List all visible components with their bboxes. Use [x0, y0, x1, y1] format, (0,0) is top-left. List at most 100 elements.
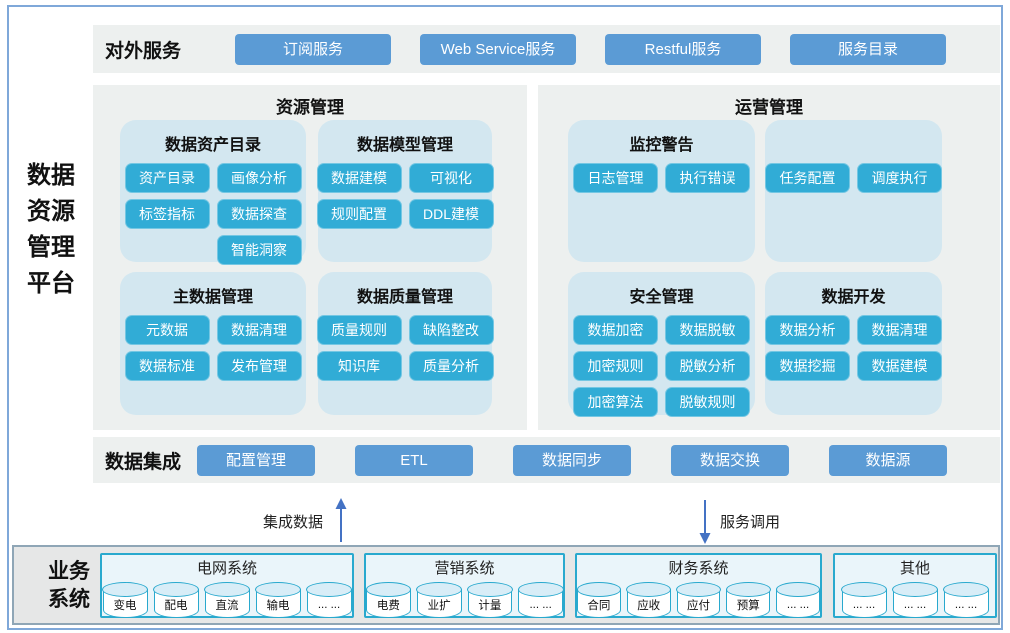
service-catalog-button[interactable]: 服务目录 [790, 33, 946, 65]
resource-management-panel: 资源管理 数据资产目录 资产目录 画像分析 标签指标 数据探查 智能洞察 数据模… [93, 85, 527, 430]
restful-service-button[interactable]: Restful服务 [605, 33, 761, 65]
data-encryption-chip[interactable]: 数据加密 [573, 315, 658, 345]
encryption-algorithm-chip[interactable]: 加密算法 [573, 387, 658, 417]
database-cylinder-icon: 应付 [676, 582, 721, 618]
data-modeling-chip[interactable]: 数据建模 [316, 163, 402, 193]
grid-system-group: 电网系统 变电 配电 直流 输电 ... ... [100, 553, 354, 618]
grid-system-title: 电网系统 [196, 560, 257, 577]
data-integration-bar: 数据集成 配置管理 ETL 数据同步 数据交换 数据源 [93, 437, 1000, 483]
data-analysis-chip[interactable]: 数据分析 [765, 315, 850, 345]
database-cylinder-icon: ... ... [841, 582, 887, 618]
tag-metric-chip[interactable]: 标签指标 [124, 199, 210, 229]
task-config-chip[interactable]: 任务配置 [765, 163, 850, 193]
data-quality-management-title: 数据质量管理 [356, 289, 453, 306]
masking-analysis-chip[interactable]: 脱敏分析 [665, 351, 750, 381]
database-cylinder-icon: 电费 [365, 582, 411, 618]
web-service-button[interactable]: Web Service服务 [420, 33, 576, 65]
metadata-chip[interactable]: 元数据 [124, 315, 210, 345]
data-standard-chip[interactable]: 数据标准 [124, 351, 210, 381]
external-services-bar: 对外服务 订阅服务 Web Service服务 Restful服务 服务目录 [93, 25, 1000, 73]
knowledge-base-chip[interactable]: 知识库 [316, 351, 402, 381]
monitor-alert-grid: 日志管理 执行错误 [568, 163, 755, 193]
data-development-box: 数据开发 数据分析 数据清理 数据挖掘 数据建模 [765, 272, 942, 415]
down-arrow-icon [699, 500, 711, 544]
data-quality-management-box: 数据质量管理 质量规则 缺陷整改 知识库 质量分析 [316, 272, 494, 415]
database-cylinder-icon: ... ... [517, 582, 564, 618]
data-mining-chip[interactable]: 数据挖掘 [765, 351, 850, 381]
subscribe-service-button[interactable]: 订阅服务 [235, 33, 391, 65]
master-data-management-grid: 元数据 数据清理 数据标准 发布管理 [120, 315, 306, 381]
database-cylinder-icon: 计量 [467, 582, 513, 618]
data-exploration-chip[interactable]: 数据探查 [216, 199, 302, 229]
monitor-alert-box: 监控警告 日志管理 执行错误 [568, 120, 755, 262]
defect-remediation-chip[interactable]: 缺陷整改 [408, 315, 494, 345]
database-cylinder-icon: ... ... [775, 582, 821, 618]
masking-rule-chip[interactable]: 脱敏规则 [665, 387, 750, 417]
data-development-title: 数据开发 [821, 289, 886, 306]
database-cylinder-icon: 合同 [576, 582, 622, 618]
rule-config-chip[interactable]: 规则配置 [316, 199, 402, 229]
config-management-button[interactable]: 配置管理 [197, 444, 315, 476]
operation-management-title: 运营管理 [735, 98, 803, 117]
ddl-modeling-chip[interactable]: DDL建模 [408, 199, 494, 229]
log-management-chip[interactable]: 日志管理 [573, 163, 658, 193]
database-cylinder-icon: 预算 [725, 582, 771, 618]
platform-title-line: 资源 [27, 198, 75, 225]
quality-analysis-chip[interactable]: 质量分析 [408, 351, 494, 381]
other-systems-group: 其他 ... ... ... ... ... ... [833, 553, 997, 618]
intelligent-insight-chip[interactable]: 智能洞察 [216, 235, 302, 265]
execution-error-chip[interactable]: 执行错误 [665, 163, 750, 193]
data-modeling-chip[interactable]: 数据建模 [857, 351, 942, 381]
data-model-management-title: 数据模型管理 [356, 137, 453, 154]
data-exchange-button[interactable]: 数据交换 [671, 444, 789, 476]
marketing-system-title: 营销系统 [434, 560, 495, 577]
marketing-system-group: 营销系统 电费 业扩 计量 ... ... [364, 553, 565, 618]
master-data-management-box: 主数据管理 元数据 数据清理 数据标准 发布管理 [120, 272, 306, 415]
data-model-management-grid: 数据建模 可视化 规则配置 DDL建模 [316, 163, 494, 229]
visualization-chip[interactable]: 可视化 [408, 163, 494, 193]
database-cylinder-icon: ... ... [892, 582, 938, 618]
business-systems-title: 业务 系统 [34, 558, 104, 614]
data-asset-catalog-grid: 资产目录 画像分析 标签指标 数据探查 智能洞察 [120, 163, 306, 265]
quality-rule-chip[interactable]: 质量规则 [316, 315, 402, 345]
business-systems-title-line: 业务 [48, 560, 90, 583]
resource-management-title: 资源管理 [276, 98, 344, 117]
schedule-execution-chip[interactable]: 调度执行 [857, 163, 942, 193]
data-cleaning-chip[interactable]: 数据清理 [216, 315, 302, 345]
asset-catalog-chip[interactable]: 资产目录 [124, 163, 210, 193]
service-call-label: 服务调用 [720, 514, 781, 531]
data-model-management-box: 数据模型管理 数据建模 可视化 规则配置 DDL建模 [316, 120, 494, 262]
data-masking-chip[interactable]: 数据脱敏 [665, 315, 750, 345]
marketing-system-databases: 电费 业扩 计量 ... ... [365, 582, 564, 618]
data-development-grid: 数据分析 数据清理 数据挖掘 数据建模 [765, 315, 942, 381]
data-cleaning-chip[interactable]: 数据清理 [857, 315, 942, 345]
business-systems-title-line: 系统 [48, 588, 90, 611]
platform-title-line: 平台 [27, 270, 75, 297]
operation-management-panel: 运营管理 监控警告 日志管理 执行错误 任务配置 调度执行 安全管理 数据加密 … [538, 85, 1000, 430]
data-asset-catalog-title: 数据资产目录 [164, 137, 261, 154]
platform-title-line: 管理 [27, 234, 75, 261]
business-systems-strip: 业务 系统 电网系统 变电 配电 直流 输电 ... ... 营销系统 电费 业… [12, 545, 1000, 625]
security-management-grid: 数据加密 数据脱敏 加密规则 脱敏分析 加密算法 脱敏规则 [568, 315, 755, 417]
publish-management-chip[interactable]: 发布管理 [216, 351, 302, 381]
data-integration-title: 数据集成 [105, 451, 182, 473]
database-cylinder-icon: ... ... [943, 582, 989, 618]
security-management-title: 安全管理 [629, 289, 694, 306]
database-cylinder-icon: 直流 [204, 582, 250, 618]
integration-data-label: 集成数据 [263, 514, 324, 531]
platform-title: 数据 资源 管理 平台 [12, 158, 90, 302]
database-cylinder-icon: 变电 [102, 582, 148, 618]
etl-button[interactable]: ETL [355, 444, 473, 476]
data-quality-management-grid: 质量规则 缺陷整改 知识库 质量分析 [316, 315, 494, 381]
other-systems-title: 其他 [899, 560, 930, 577]
task-scheduling-grid: 任务配置 调度执行 [765, 163, 942, 193]
data-asset-catalog-box: 数据资产目录 资产目录 画像分析 标签指标 数据探查 智能洞察 [120, 120, 306, 265]
data-source-button[interactable]: 数据源 [829, 444, 947, 476]
profile-analysis-chip[interactable]: 画像分析 [216, 163, 302, 193]
grid-system-databases: 变电 配电 直流 输电 ... ... [102, 582, 352, 618]
database-cylinder-icon: ... ... [306, 582, 352, 618]
encryption-rule-chip[interactable]: 加密规则 [573, 351, 658, 381]
data-sync-button[interactable]: 数据同步 [513, 444, 631, 476]
task-scheduling-title-spacer [765, 120, 942, 154]
